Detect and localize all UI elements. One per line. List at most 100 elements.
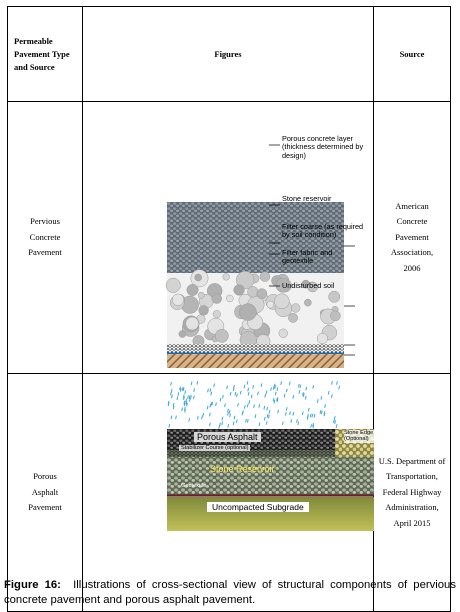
rain-drop bbox=[306, 416, 309, 420]
stone bbox=[171, 293, 185, 306]
stone bbox=[274, 293, 290, 309]
rain-drop bbox=[299, 384, 302, 389]
pavement-type-cell: Porous Asphalt Pavement bbox=[7, 373, 83, 612]
rain-drop bbox=[298, 390, 301, 394]
rain-drop bbox=[213, 383, 216, 388]
rain-drop bbox=[222, 394, 224, 399]
stone bbox=[194, 273, 202, 282]
caption-label: Figure 16: bbox=[4, 579, 61, 591]
rain-drop bbox=[183, 402, 186, 407]
rain-drop bbox=[170, 388, 173, 393]
rain-drop bbox=[283, 393, 286, 398]
filter-coarse-layer bbox=[167, 344, 344, 353]
rain-drop bbox=[265, 390, 268, 395]
rain-drop bbox=[284, 412, 287, 416]
rain-drop bbox=[301, 411, 304, 416]
stone bbox=[291, 303, 301, 313]
rain-drop bbox=[302, 393, 305, 397]
rain-drop bbox=[243, 405, 246, 409]
stone bbox=[256, 288, 268, 300]
rain-drop bbox=[209, 388, 212, 392]
rain-drop bbox=[266, 406, 269, 411]
rain-drop bbox=[246, 381, 249, 385]
stone bbox=[185, 316, 199, 331]
rain-drop bbox=[252, 384, 254, 389]
rain-drop bbox=[316, 399, 319, 403]
source-cell: U.S. Department of Transportation, Feder… bbox=[373, 373, 451, 612]
rain-drop bbox=[246, 403, 249, 408]
header-source: Source bbox=[373, 6, 451, 102]
stone bbox=[275, 278, 291, 293]
rain-drop bbox=[264, 393, 267, 398]
rain-drop bbox=[188, 395, 191, 399]
stone bbox=[259, 271, 271, 282]
rain-drop bbox=[274, 385, 277, 389]
rain-drop bbox=[288, 381, 291, 386]
rain-drop bbox=[247, 391, 250, 396]
rain-drop bbox=[324, 404, 326, 408]
rain-drop bbox=[227, 411, 229, 416]
rain-drop bbox=[184, 408, 186, 413]
stone bbox=[236, 270, 255, 290]
rain-drop bbox=[312, 424, 315, 429]
rain-drop bbox=[276, 397, 278, 401]
rain-drop bbox=[202, 412, 205, 417]
rain-drop bbox=[182, 387, 185, 391]
stone bbox=[288, 312, 298, 323]
rain-drop bbox=[292, 394, 295, 399]
rain-drop bbox=[253, 404, 255, 409]
asphalt-labels bbox=[83, 374, 374, 606]
rain-drop bbox=[167, 400, 170, 405]
rain-drop bbox=[250, 394, 253, 399]
rain-drop bbox=[302, 392, 304, 396]
rain-drop bbox=[267, 414, 270, 419]
rain-drop bbox=[266, 413, 269, 418]
rain-drop bbox=[228, 409, 231, 414]
rain-drop bbox=[209, 403, 212, 408]
rain-drop bbox=[182, 394, 185, 399]
rain-drop bbox=[309, 413, 312, 418]
rain-drop bbox=[274, 391, 277, 396]
rain-drop bbox=[335, 424, 338, 428]
rain-drop bbox=[265, 421, 268, 425]
rain-drop bbox=[190, 381, 193, 386]
source-text: U.S. Department of Transportation, Feder… bbox=[378, 455, 446, 528]
pavement-table: Permeable Pavement Type and Source Figur… bbox=[7, 6, 451, 612]
rain-drop bbox=[183, 400, 186, 405]
rain-drop bbox=[196, 381, 199, 385]
rain-drop bbox=[170, 415, 173, 420]
table-header-row: Permeable Pavement Type and Source Figur… bbox=[7, 6, 451, 102]
rain-drop bbox=[281, 421, 284, 426]
rain-drop bbox=[319, 410, 322, 414]
rain-drop bbox=[258, 422, 261, 427]
porous-concrete-layer bbox=[167, 202, 344, 273]
stone bbox=[278, 328, 288, 338]
rain-drop bbox=[224, 403, 226, 408]
rain-drop bbox=[207, 388, 209, 393]
stone bbox=[211, 293, 222, 304]
rain-drop bbox=[234, 391, 237, 396]
rain-drop bbox=[297, 383, 300, 388]
rain-drop bbox=[254, 414, 257, 418]
rain-drop bbox=[270, 387, 272, 391]
rain-drop bbox=[263, 405, 266, 410]
rain-drop bbox=[175, 415, 177, 420]
rain-drop bbox=[332, 419, 335, 424]
rain-drop bbox=[184, 406, 186, 411]
rain-drop bbox=[215, 402, 217, 407]
rain-drop bbox=[248, 400, 251, 405]
rain-drop bbox=[218, 424, 221, 429]
stone bbox=[266, 300, 275, 309]
rain-drop bbox=[239, 390, 242, 395]
rain-drop bbox=[168, 423, 171, 428]
stone bbox=[214, 328, 229, 343]
rain-drop bbox=[245, 418, 247, 423]
rain-drop bbox=[338, 385, 340, 390]
table-row: Porous Asphalt Pavement bbox=[7, 373, 451, 612]
rain-drop bbox=[172, 402, 175, 407]
source-cell: American Concrete Pavement Association, … bbox=[373, 101, 451, 374]
rain-drop bbox=[227, 423, 230, 428]
rain-drop bbox=[285, 388, 288, 393]
rain-drop bbox=[179, 387, 182, 392]
rain-drop bbox=[187, 395, 189, 400]
